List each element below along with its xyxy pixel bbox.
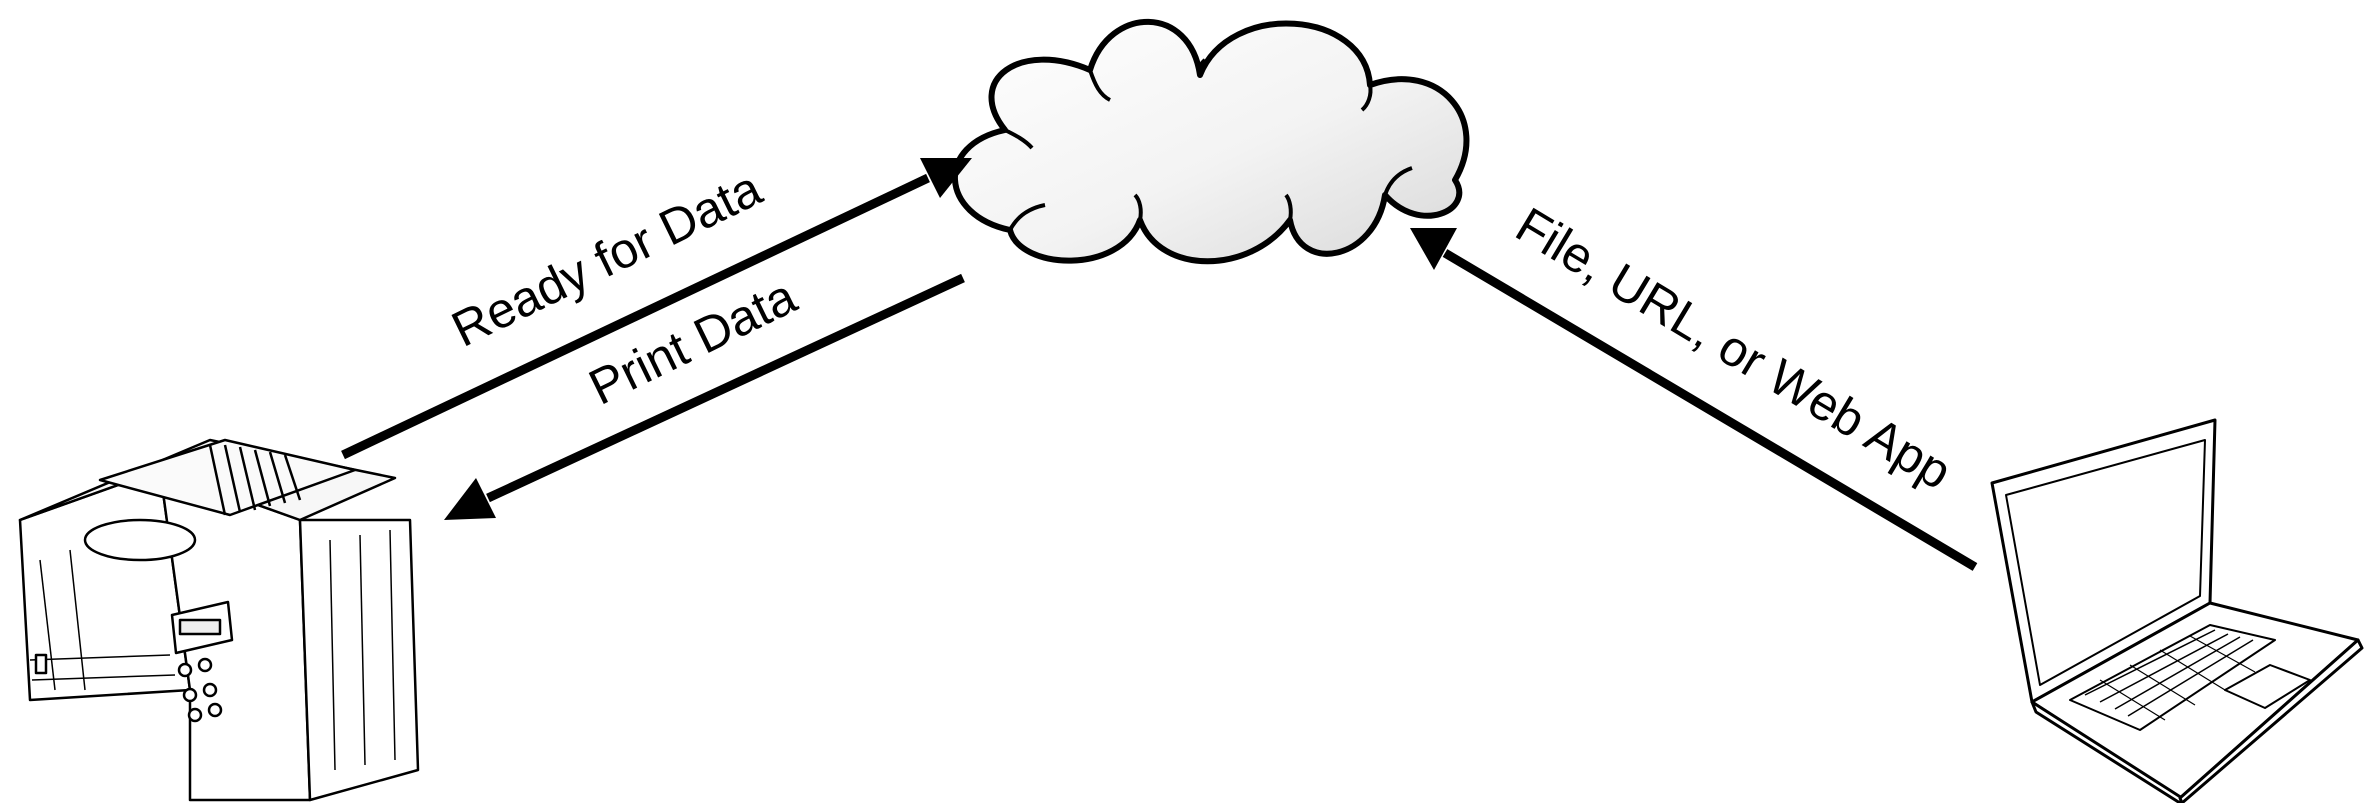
- laptop-icon: [1990, 418, 2364, 803]
- arrow-print-data: [444, 273, 965, 520]
- arrow-file-url-webapp: [1410, 228, 1978, 571]
- arrow-ready-for-data: [341, 158, 972, 460]
- cloud-icon: [951, 18, 1470, 265]
- printer-icon: [18, 438, 420, 802]
- edge-label-file-url-webapp: File, URL, or Web App: [1507, 197, 1961, 501]
